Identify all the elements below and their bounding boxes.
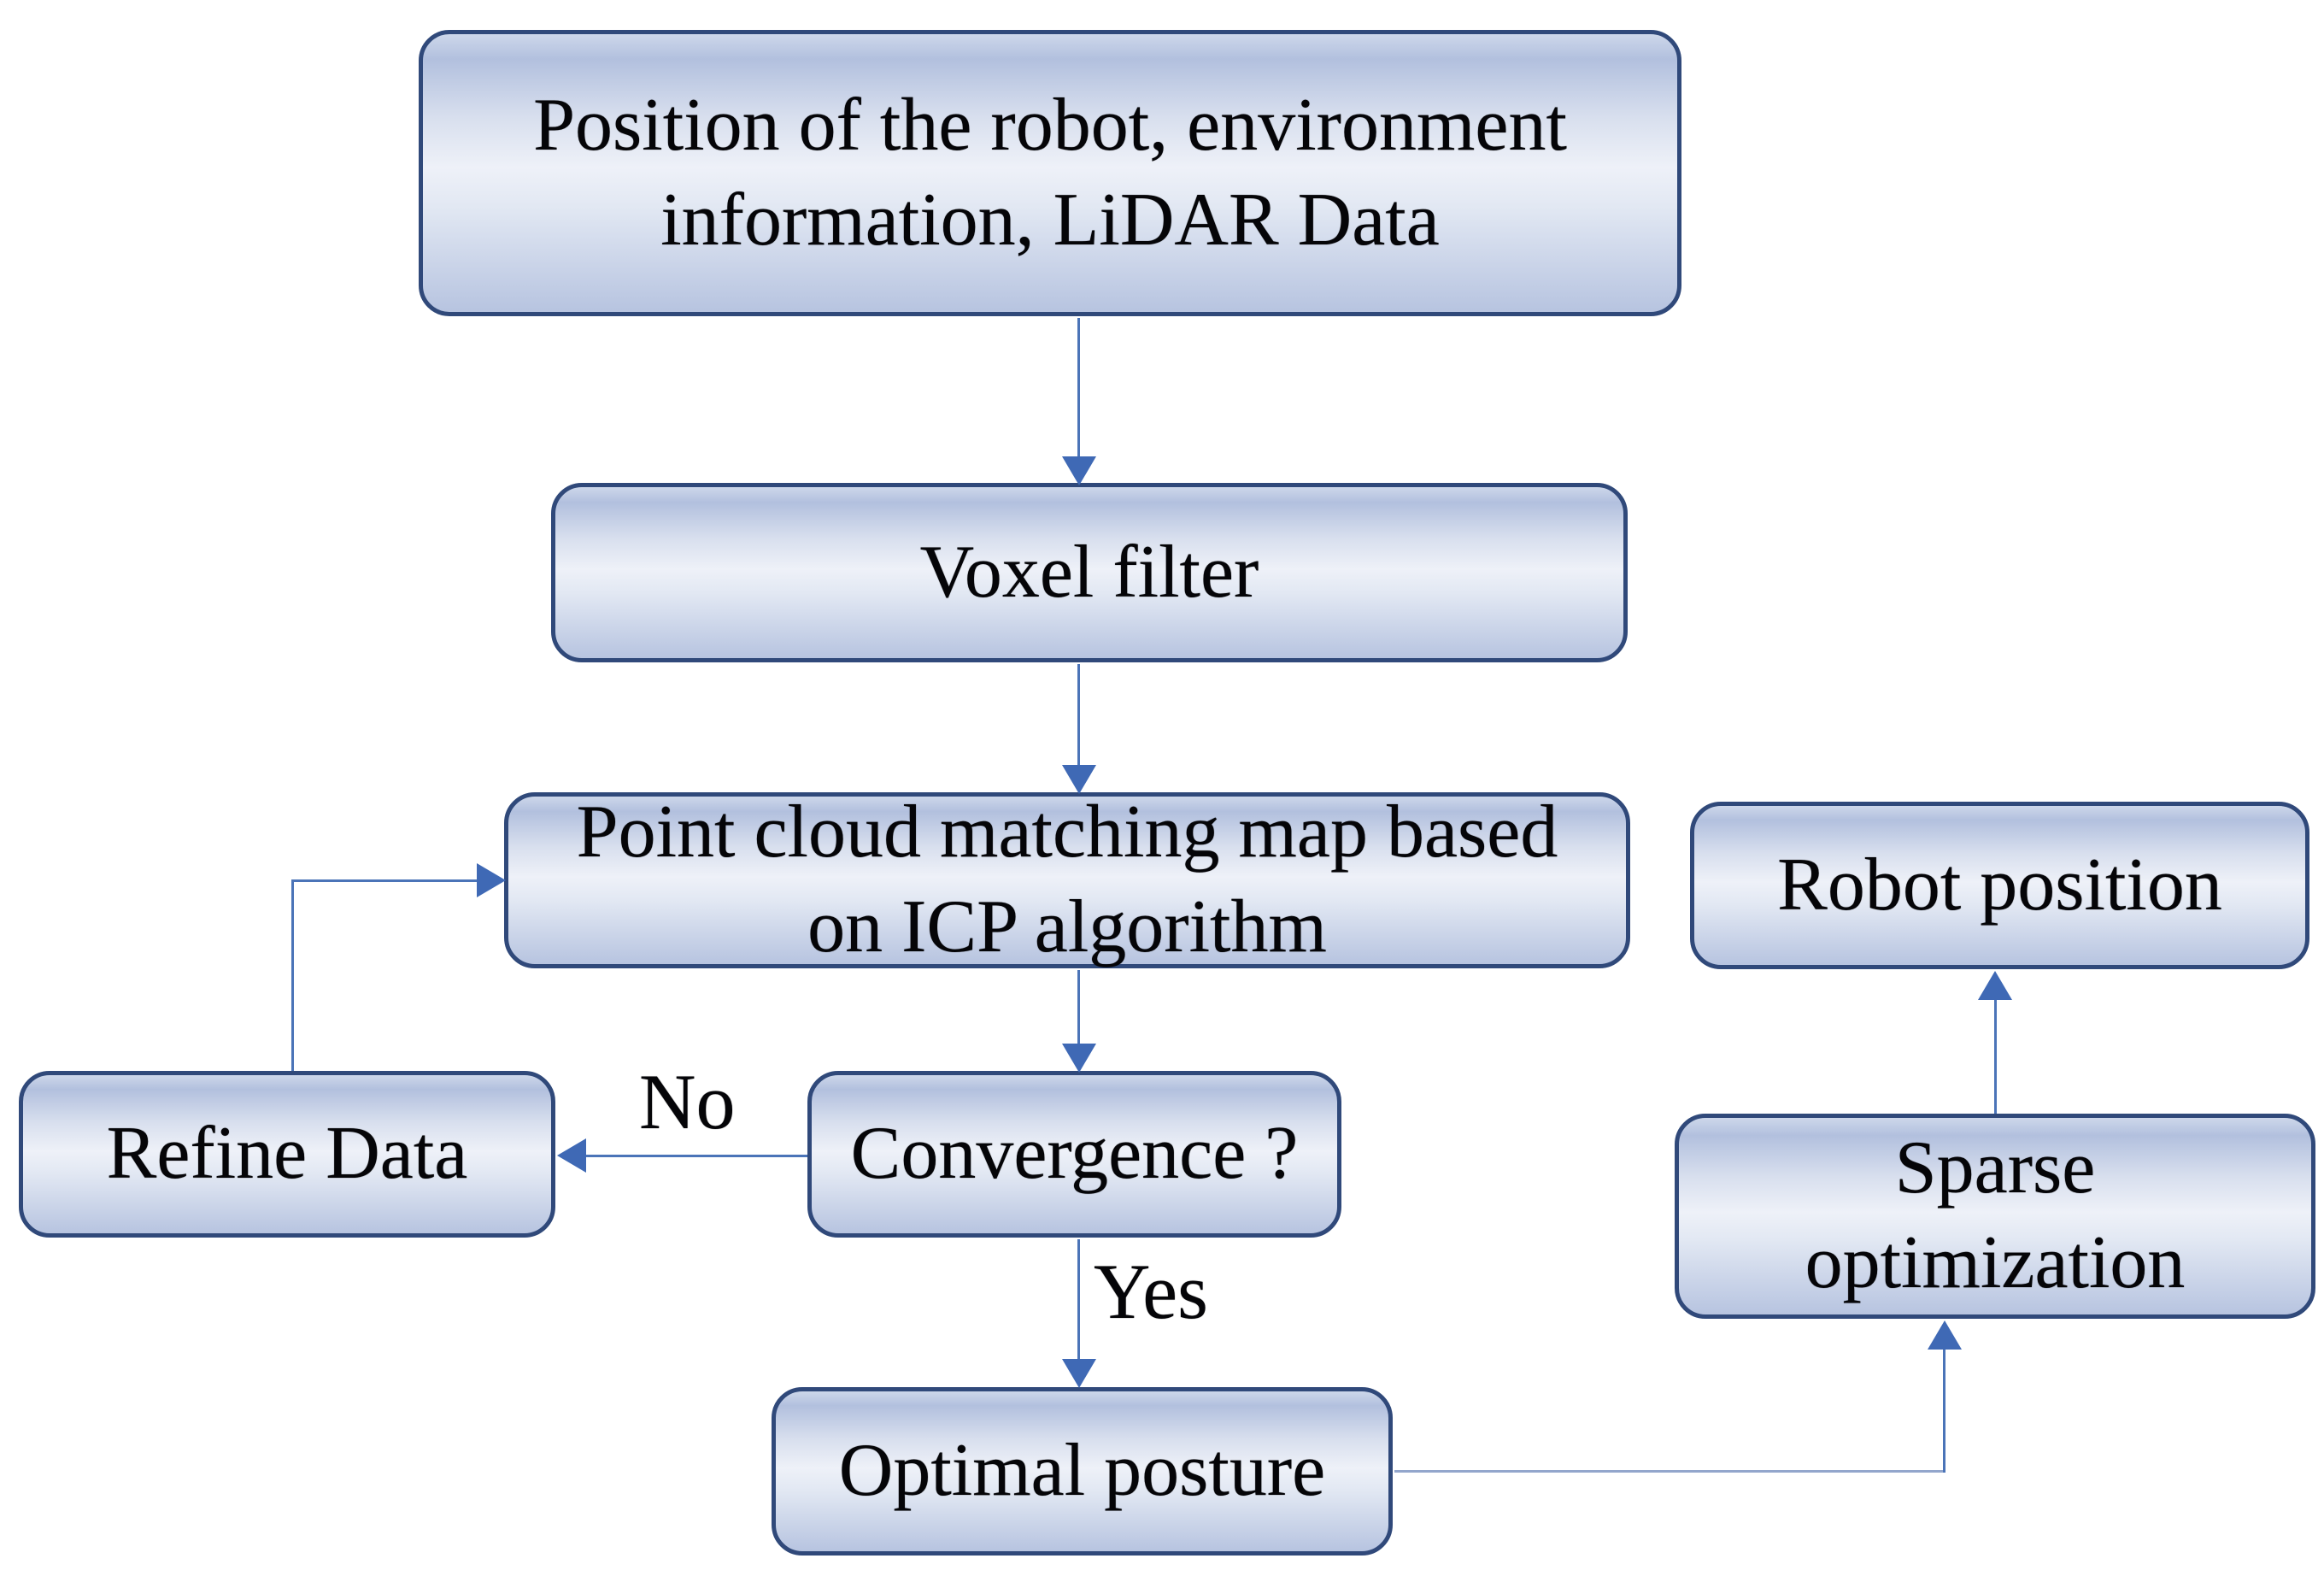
node-convergence-decision-label: Convergence ? <box>850 1112 1299 1196</box>
node-sparse-optimization-label: Sparse optimization <box>1805 1126 2186 1304</box>
arrowhead-up-icon <box>1928 1320 1962 1350</box>
edge-label-no: No <box>639 1058 736 1145</box>
node-robot-position: Robot position <box>1690 802 2309 969</box>
connector-line <box>586 1155 807 1157</box>
node-robot-position-label: Robot position <box>1777 843 2222 926</box>
node-sparse-optimization: Sparse optimization <box>1675 1114 2315 1319</box>
arrowhead-down-icon <box>1062 1359 1096 1388</box>
connector-line <box>1077 970 1080 1044</box>
connector-line <box>291 881 294 1071</box>
node-input-data: Position of the robot, environment infor… <box>419 30 1681 316</box>
node-icp-matching: Point cloud matching map based on ICP al… <box>504 791 1630 968</box>
connector-line <box>291 879 477 882</box>
node-icp-matching-label: Point cloud matching map based on ICP al… <box>576 791 1558 968</box>
node-voxel-filter: Voxel filter <box>551 483 1628 662</box>
arrowhead-right-icon <box>477 863 506 897</box>
connector-line <box>1077 664 1080 765</box>
connector-line <box>1994 1000 1997 1114</box>
node-input-data-label: Position of the robot, environment infor… <box>533 83 1567 262</box>
node-refine-data-label: Refine Data <box>106 1112 468 1196</box>
arrowhead-down-icon <box>1062 765 1096 794</box>
connector-line <box>1077 318 1080 459</box>
connector-line <box>1077 1239 1080 1359</box>
arrowhead-down-icon <box>1062 456 1096 485</box>
arrowhead-left-icon <box>557 1138 586 1173</box>
node-voxel-filter-label: Voxel filter <box>919 530 1259 614</box>
arrowhead-up-icon <box>1978 971 2012 1000</box>
node-refine-data: Refine Data <box>19 1071 555 1238</box>
edge-label-yes: Yes <box>1094 1248 1208 1335</box>
arrowhead-down-icon <box>1062 1044 1096 1073</box>
node-optimal-posture: Optimal posture <box>772 1387 1393 1556</box>
node-convergence-decision: Convergence ? <box>807 1071 1341 1238</box>
connector-line <box>1394 1470 1945 1473</box>
connector-line <box>1943 1350 1945 1473</box>
node-optimal-posture-label: Optimal posture <box>838 1429 1326 1513</box>
